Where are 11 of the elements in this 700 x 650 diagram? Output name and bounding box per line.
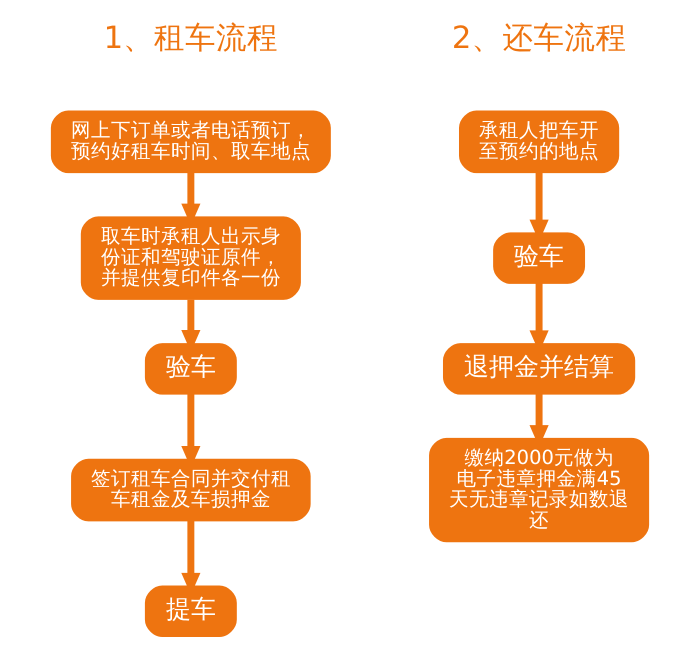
node-box: 网上下订单或者电话预订，预约好租车时间、取车地点 <box>50 110 331 174</box>
label: 2、还车流程 <box>452 20 626 56</box>
node-box: 承租人把车开至预约的地点 <box>459 110 620 174</box>
node-box: 提车 <box>144 585 237 638</box>
node-box: 退押金并结算 <box>442 343 636 395</box>
node-box: 取车时承租人出示身份证和驾驶证原件，并提供复印件各一份 <box>80 216 301 300</box>
node-box: 验车 <box>144 343 237 395</box>
label: 1、租车流程 <box>104 20 278 56</box>
node-box: 缴纳2000元做为电子违章押金满45天无违章记录如数退还 <box>429 438 650 542</box>
node-box: 签订租车合同并交付租车租金及车损押金 <box>71 458 311 522</box>
node-box: 验车 <box>493 232 586 284</box>
